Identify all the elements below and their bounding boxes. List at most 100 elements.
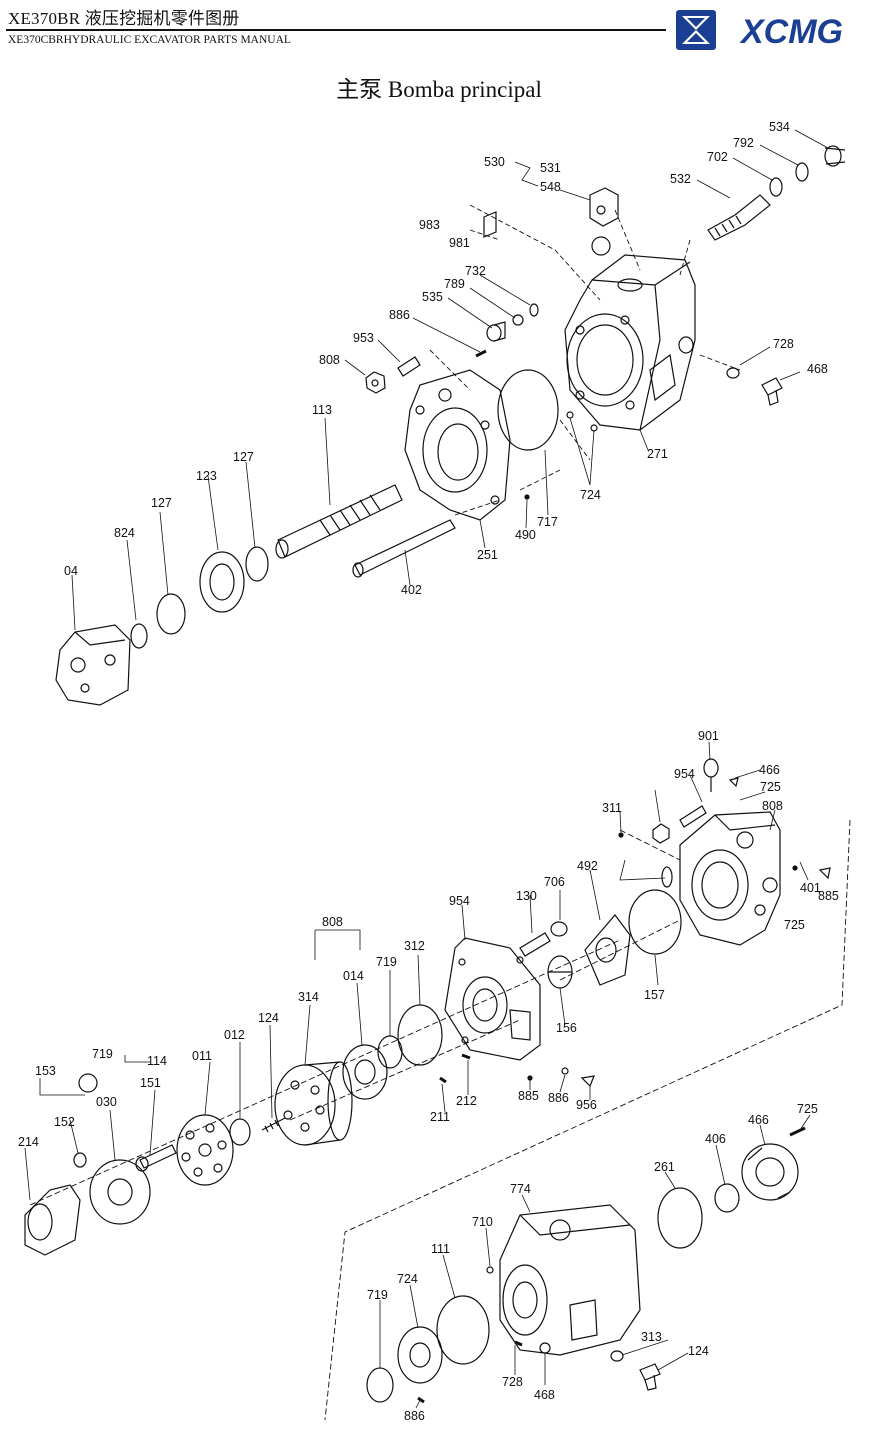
- part-490: [524, 494, 530, 500]
- part-label-127: 127: [151, 496, 172, 510]
- part-label-728: 728: [502, 1375, 523, 1389]
- part-label-401: 401: [800, 881, 821, 895]
- part-label-725: 725: [784, 918, 805, 932]
- part-885b: [417, 1396, 425, 1404]
- part-label-406: 406: [705, 1132, 726, 1146]
- part-157-spring: [261, 1117, 286, 1133]
- part-label-153: 153: [35, 1064, 56, 1078]
- part-label-468: 468: [807, 362, 828, 376]
- part-label-710: 710: [472, 1215, 493, 1229]
- part-214: [73, 1152, 87, 1168]
- part-113-shaft: [275, 484, 403, 559]
- part-156-retainer: [229, 1118, 251, 1146]
- part-211-shoe-plate: [89, 1159, 151, 1225]
- part-label-717: 717: [537, 515, 558, 529]
- part-label-014: 014: [343, 969, 364, 983]
- part-label-724: 724: [580, 488, 601, 502]
- part-label-030: 030: [96, 1095, 117, 1109]
- part-127a: [245, 546, 269, 582]
- part-824: [130, 623, 148, 649]
- part-251-cover: [404, 369, 511, 521]
- part-532: [707, 194, 771, 241]
- part-label-314: 314: [298, 990, 319, 1004]
- part-label-792: 792: [733, 136, 754, 150]
- part-313-plate: [397, 1326, 443, 1384]
- part-label-312: 312: [404, 939, 425, 953]
- part-label-271: 271: [647, 447, 668, 461]
- part-label-956: 956: [576, 1098, 597, 1112]
- part-789: [512, 314, 524, 326]
- part-label-04: 04: [64, 564, 78, 578]
- part-label-702: 702: [707, 150, 728, 164]
- part-466b: [818, 867, 831, 880]
- part-label-531: 531: [540, 161, 561, 175]
- part-311-housing: [679, 811, 781, 946]
- part-885a: [439, 1076, 447, 1084]
- top-label-leaders: [71, 129, 829, 631]
- part-710: [657, 1187, 703, 1249]
- part-label-130: 130: [516, 889, 537, 903]
- part-label-981: 981: [449, 236, 470, 250]
- part-label-728: 728: [773, 337, 794, 351]
- part-312-block: [444, 937, 541, 1061]
- part-953: [397, 356, 421, 377]
- bottom-label-group: 9014669547258083114921307069548083120147…: [18, 729, 839, 1423]
- part-label-530: 530: [484, 155, 505, 169]
- part-123-bearing: [199, 551, 245, 613]
- part-label-954: 954: [674, 767, 695, 781]
- part-732: [529, 303, 539, 317]
- part-886a: [461, 1053, 471, 1060]
- manual-title: XE370BR 液压挖掘机零件图册: [8, 9, 240, 28]
- part-466c: [580, 1075, 595, 1088]
- part-label-724: 724: [397, 1272, 418, 1286]
- manual-subtitle: XE370CBRHYDRAULIC EXCAVATOR PARTS MANUAL: [8, 34, 291, 46]
- part-271-housing: [564, 254, 696, 431]
- part-490b: [792, 865, 798, 871]
- part-792-oring: [795, 162, 809, 182]
- part-label-808: 808: [762, 799, 783, 813]
- part-label-885: 885: [518, 1089, 539, 1103]
- detail-a-marker: [591, 236, 611, 256]
- part-468-plug: [761, 377, 783, 406]
- part-130-swashplate: [584, 914, 631, 986]
- part-label-251: 251: [477, 548, 498, 562]
- part-label-954: 954: [449, 894, 470, 908]
- part-label-157: 157: [644, 988, 665, 1002]
- part-label-725: 725: [797, 1102, 818, 1116]
- part-719a: [628, 889, 682, 955]
- part-label-901: 901: [698, 729, 719, 743]
- part-label-535: 535: [422, 290, 443, 304]
- part-label-719: 719: [376, 955, 397, 969]
- part-954b: [519, 932, 551, 957]
- part-901-eyebolt: [703, 758, 719, 792]
- part-label-311: 311: [602, 801, 622, 815]
- part-492: [618, 832, 624, 838]
- part-label-466: 466: [759, 763, 780, 777]
- part-212-swash: [24, 1184, 81, 1256]
- part-label-885: 885: [818, 889, 839, 903]
- part-label-824: 824: [114, 526, 135, 540]
- part-981: [483, 211, 497, 238]
- part-label-402: 402: [401, 583, 422, 597]
- part-719c: [436, 1295, 490, 1365]
- part-406: [789, 1126, 806, 1137]
- part-label-983: 983: [419, 218, 440, 232]
- part-label-490: 490: [515, 528, 536, 542]
- part-466a: [728, 777, 739, 788]
- part-label-808: 808: [319, 353, 340, 367]
- part-label-548: 548: [540, 180, 561, 194]
- xcmg-logo: XCMG: [676, 10, 843, 51]
- part-label-261: 261: [654, 1160, 675, 1174]
- part-717-gasket: [497, 369, 559, 451]
- part-468b-plug: [639, 1363, 661, 1391]
- part-954a: [679, 805, 707, 828]
- part-label-313: 313: [641, 1330, 662, 1344]
- bottom-label-leaders: [24, 741, 811, 1409]
- part-728b: [610, 1350, 624, 1362]
- detail-a-marker-2: [78, 1073, 98, 1093]
- part-label-492: 492: [577, 859, 598, 873]
